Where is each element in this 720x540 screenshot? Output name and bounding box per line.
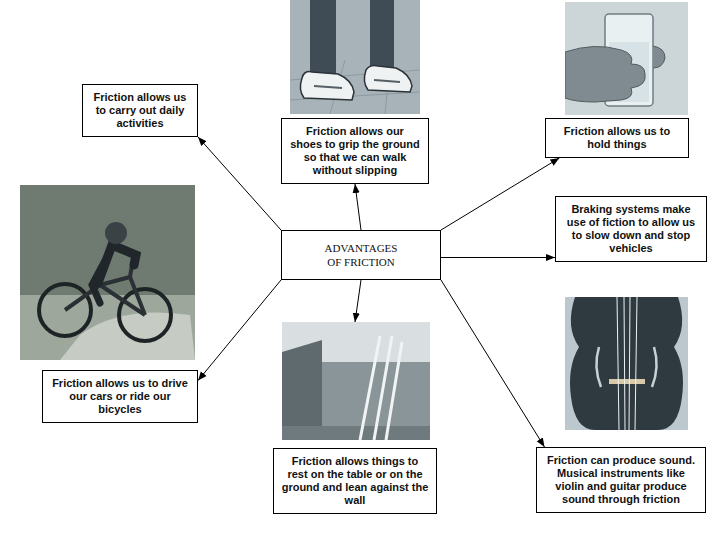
advantage-box: Friction allows us to carry out daily ac… <box>82 84 198 137</box>
shoes-photo <box>290 0 420 114</box>
rider-leg <box>92 255 108 303</box>
violin-body <box>570 297 683 430</box>
advantage-box: Friction allows us to drive our cars or … <box>42 370 198 423</box>
hub-title: ADVANTAGES OF FRICTION <box>320 241 402 269</box>
advantage-box: Braking systems make use of fiction to a… <box>555 196 707 262</box>
advantage-box: Friction can produce sound. Musical inst… <box>536 447 706 513</box>
helmet <box>105 222 127 244</box>
advantage-text: Friction allows us to carry out daily ac… <box>90 91 190 130</box>
shoe-stripe <box>314 80 400 88</box>
f-hole <box>596 347 656 387</box>
advantage-box: Friction allows our shoes to grip the gr… <box>281 118 429 184</box>
background <box>565 2 688 115</box>
ground <box>282 426 430 440</box>
advantage-text: Friction allows us to hold things <box>553 125 681 151</box>
strings <box>617 297 637 430</box>
violin-photo <box>565 297 688 430</box>
ladder-wall-photo <box>282 322 430 440</box>
arrow-connector <box>355 280 361 322</box>
shoe <box>364 66 412 93</box>
arrow-connector <box>441 158 559 230</box>
leg <box>310 0 336 78</box>
hut <box>282 340 322 440</box>
arrow-connector <box>441 257 555 258</box>
advantage-text: Friction allows our shoes to grip the gr… <box>289 125 421 177</box>
shoe <box>300 72 354 100</box>
arrow-connector <box>355 184 361 230</box>
advantage-text-box: Friction allows things to rest on the ta… <box>273 448 437 514</box>
sky <box>282 322 430 440</box>
hand <box>565 46 645 102</box>
background <box>565 297 688 430</box>
hand-glass-photo <box>565 2 688 115</box>
floor <box>290 0 420 114</box>
arrow-connector <box>441 280 545 447</box>
arrow-connector <box>198 280 281 381</box>
advantage-box: Friction allows us to hold things <box>545 118 689 158</box>
leg <box>370 0 394 70</box>
advantage-box: Friction allows things to rest on the ta… <box>273 322 437 514</box>
floor-tiles <box>290 60 420 114</box>
advantage-text: Friction can produce sound. Musical inst… <box>544 454 698 506</box>
ladder-poles <box>360 336 402 440</box>
advantage-text: Friction allows things to rest on the ta… <box>281 455 429 507</box>
bridge <box>609 379 645 384</box>
hub-box: ADVANTAGES OF FRICTION <box>281 230 441 280</box>
thumb <box>653 46 665 68</box>
arrow-connector <box>198 137 281 230</box>
cyclist-photo <box>20 185 195 360</box>
advantage-text: Braking systems make use of fiction to a… <box>563 203 699 255</box>
advantage-text: Friction allows us to drive our cars or … <box>50 377 190 416</box>
background <box>20 185 195 360</box>
